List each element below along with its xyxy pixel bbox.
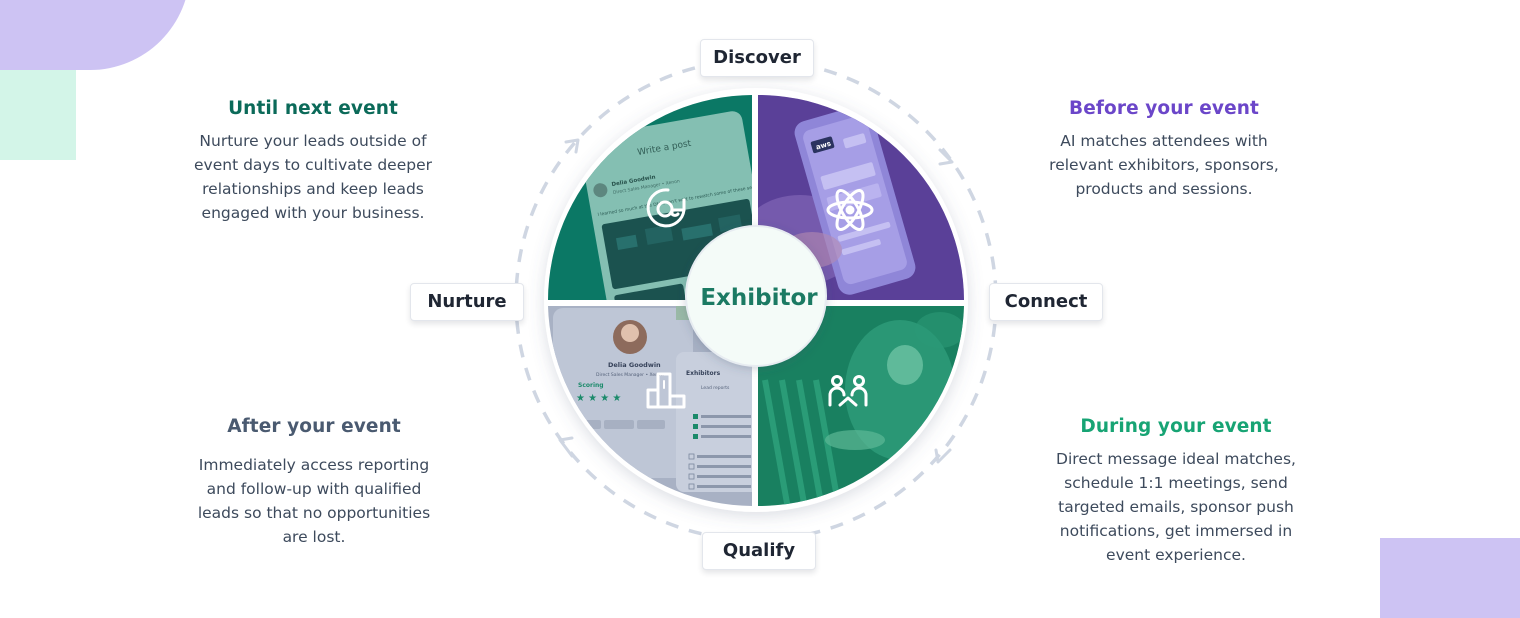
- orbit-arrow-icon: [558, 436, 574, 458]
- phase-title: Until next event: [228, 98, 398, 119]
- phase-title: After your event: [227, 416, 401, 437]
- phase-title: Before your event: [1069, 98, 1259, 119]
- phase-description: Direct message ideal matches, schedule 1…: [1056, 450, 1296, 564]
- orbit-arrow-icon: [934, 448, 952, 464]
- mockup-profile-name: Delia Goodwin: [608, 361, 661, 369]
- phase-description: AI matches attendees with relevant exhib…: [1049, 132, 1279, 198]
- mockup-exhibitors-label: Exhibitors: [686, 370, 721, 377]
- mockup-lead-reports: Lead reports: [701, 385, 730, 391]
- decorative-mint-shape: [0, 70, 76, 160]
- stage-label-qualify: Qualify: [702, 532, 816, 570]
- refresh-at-icon: [646, 188, 686, 228]
- quadrant-discover-connect: aws: [758, 94, 964, 300]
- orbit-arrow-icon: [564, 138, 580, 154]
- orbit-arrow-icon: [938, 148, 954, 166]
- stage-label-nurture: Nurture: [410, 283, 524, 321]
- decorative-lilac-shape-bottom: [1380, 538, 1520, 618]
- meeting-handshake-icon: [828, 375, 868, 407]
- phase-title: During your event: [1080, 416, 1272, 437]
- center-label: Exhibitor: [700, 285, 818, 311]
- mockup-star-rating: ★ ★ ★ ★: [576, 393, 621, 404]
- mockup-scoring-label: Scoring: [578, 382, 604, 389]
- phase-until-next-event: Until next event Nurture your leads outs…: [188, 98, 438, 225]
- mockup-profile-role: Direct Sales Manager • Xenon: [596, 372, 664, 378]
- exhibitor-lifecycle-wheel: Write a post Delia Goodwin Direct Sales …: [514, 58, 998, 542]
- stage-label-connect: Connect: [989, 283, 1103, 321]
- decorative-lilac-shape-top: [0, 0, 190, 70]
- atom-icon: [826, 189, 874, 231]
- podium-icon: [646, 372, 686, 409]
- center-circle: [686, 226, 826, 366]
- phase-after-event: After your event Immediately access repo…: [196, 416, 432, 549]
- phase-description: Nurture your leads outside of event days…: [194, 132, 432, 222]
- phase-before-event: Before your event AI matches attendees w…: [1040, 98, 1288, 201]
- phase-during-event: During your event Direct message ideal m…: [1046, 416, 1306, 567]
- phase-description: Immediately access reporting and follow-…: [197, 456, 431, 546]
- stage-label-discover: Discover: [700, 39, 814, 77]
- mockup-aws-tag: aws: [815, 140, 832, 152]
